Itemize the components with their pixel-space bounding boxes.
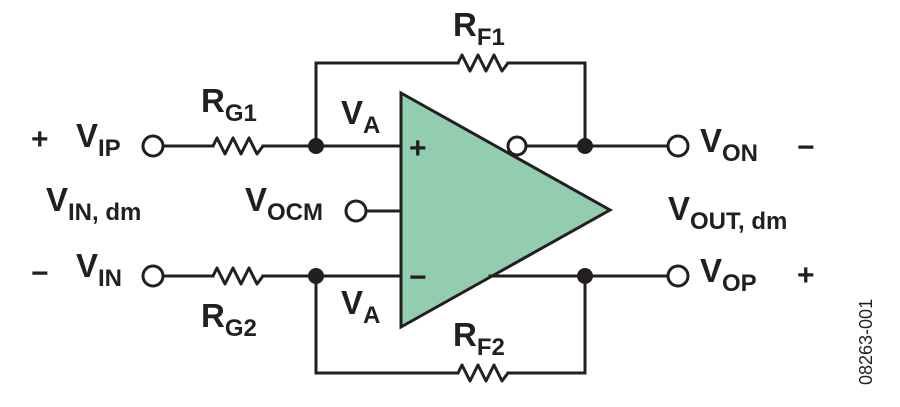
label-rg1: RG1 — [201, 82, 257, 127]
label-vip: VIP — [76, 117, 121, 162]
label-rf1: RF1 — [453, 6, 505, 51]
label-vop: VOP — [700, 252, 757, 297]
label-vout-dm: VOUT, dm — [668, 190, 787, 235]
amp-plus-sign: + — [409, 132, 427, 165]
label-va-bottom: VA — [341, 284, 380, 329]
vin-minus-sign: − — [31, 257, 49, 290]
amplifier-triangle — [399, 90, 614, 330]
label-va-top: VA — [341, 94, 380, 139]
label-vin-dm: VIN, dm — [46, 181, 141, 226]
terminal-vocm — [344, 199, 368, 223]
resistor-rf2 — [456, 363, 510, 383]
label-von: VON — [700, 122, 758, 167]
terminal-von — [666, 134, 690, 158]
label-rg2: RG2 — [201, 297, 257, 342]
resistor-rg1 — [211, 136, 265, 156]
label-vin: VIN — [76, 247, 122, 292]
resistor-rg2 — [211, 266, 265, 286]
junction-dot-minus-input — [308, 268, 324, 284]
inverting-output-bubble — [506, 135, 528, 157]
label-rf2: RF2 — [453, 316, 505, 361]
terminal-vip — [141, 134, 165, 158]
terminal-vin — [141, 264, 165, 288]
junction-dot-von — [577, 138, 593, 154]
figure-code: 08263-001 — [856, 299, 876, 385]
label-vocm: VOCM — [245, 181, 323, 226]
terminal-vop — [666, 264, 690, 288]
junction-dot-vop — [577, 268, 593, 284]
von-minus-sign: − — [797, 131, 815, 164]
junction-dot-plus-input — [308, 138, 324, 154]
amp-minus-sign: − — [409, 261, 427, 294]
resistor-rf1 — [456, 53, 510, 73]
vip-plus-sign: + — [31, 123, 49, 156]
vop-plus-sign: + — [797, 259, 815, 292]
